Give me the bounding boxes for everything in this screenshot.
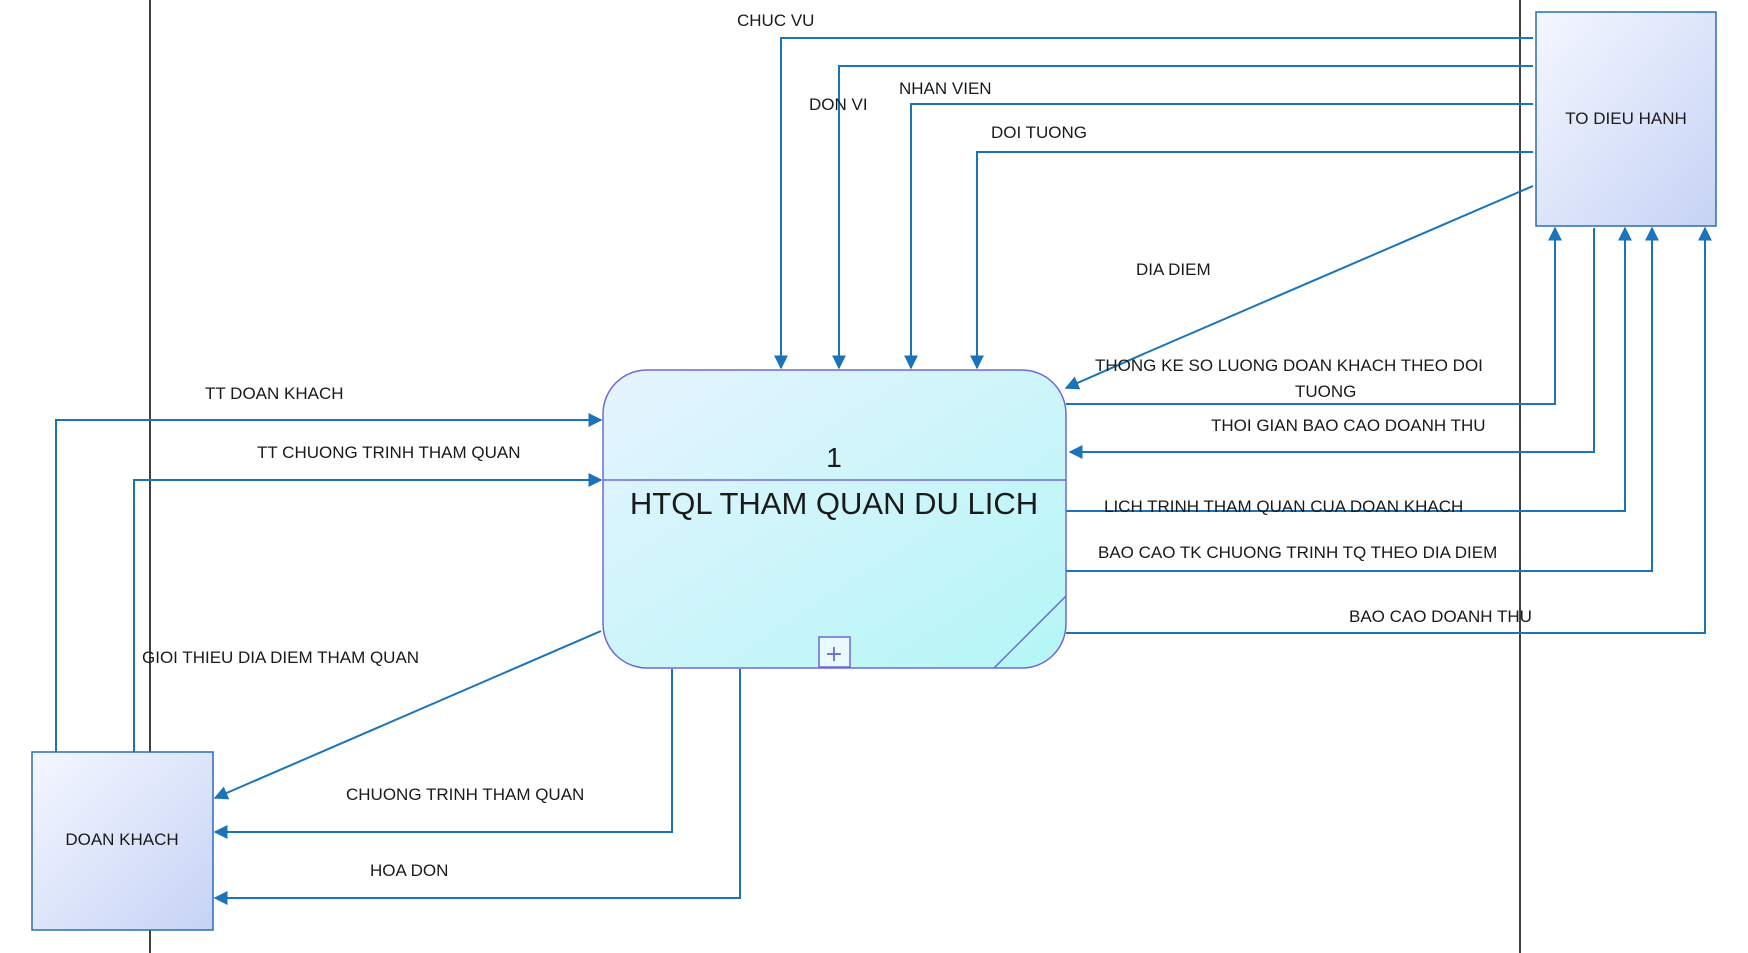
entity-to-dieu-hanh-label: TO DIEU HANH <box>1565 109 1687 128</box>
flow-lich-trinh[interactable] <box>1066 226 1632 512</box>
label-thong-ke-line1: THONG KE SO LUONG DOAN KHACH THEO DOI <box>1095 356 1483 375</box>
flow-doi-tuong[interactable] <box>970 151 1533 370</box>
label-don-vi: DON VI <box>809 95 868 114</box>
entity-doan-khach[interactable]: DOAN KHACH <box>31 751 214 931</box>
flow-chuc-vu[interactable] <box>774 37 1533 370</box>
entity-to-dieu-hanh[interactable]: TO DIEU HANH <box>1535 11 1717 227</box>
label-thong-ke-line2: TUONG <box>1295 382 1356 401</box>
flow-dia-diem[interactable] <box>1147 185 1534 353</box>
label-hoa-don: HOA DON <box>370 861 448 880</box>
label-nhan-vien: NHAN VIEN <box>899 79 992 98</box>
expand-icon[interactable]: + <box>818 636 851 668</box>
label-tt-chuong-trinh: TT CHUONG TRINH THAM QUAN <box>257 443 521 462</box>
label-chuc-vu: CHUC VU <box>737 11 814 30</box>
flow-hoa-don[interactable] <box>213 669 741 905</box>
svg-text:+: + <box>825 642 843 667</box>
flow-tt-chuong-trinh[interactable] <box>133 473 603 752</box>
flow-bao-cao-doanh-thu[interactable] <box>1066 226 1712 634</box>
label-tt-doan-khach: TT DOAN KHACH <box>205 384 344 403</box>
flow-bao-cao-tk[interactable] <box>1066 226 1659 572</box>
flow-gioi-thieu[interactable] <box>213 630 602 800</box>
flow-tt-doan-khach[interactable] <box>55 413 603 752</box>
flow-thoi-gian-bao-cao[interactable] <box>1068 228 1595 459</box>
flow-thong-ke-report[interactable] <box>1066 226 1562 405</box>
flow-thong-ke[interactable] <box>1064 351 1149 390</box>
process-1[interactable]: 1 HTQL THAM QUAN DU LICH + <box>602 369 1067 669</box>
process-name: HTQL THAM QUAN DU LICH <box>630 486 1038 521</box>
process-number: 1 <box>826 442 842 473</box>
label-chuong-trinh: CHUONG TRINH THAM QUAN <box>346 785 584 804</box>
flow-nhan-vien[interactable] <box>904 103 1533 370</box>
label-dia-diem: DIA DIEM <box>1136 260 1211 279</box>
label-thoi-gian-bao-cao: THOI GIAN BAO CAO DOANH THU <box>1211 416 1486 435</box>
process-corner-mark <box>993 595 1067 669</box>
entity-doan-khach-label: DOAN KHACH <box>65 830 178 849</box>
flow-don-vi[interactable] <box>832 65 1533 370</box>
label-doi-tuong: DOI TUONG <box>991 123 1087 142</box>
label-bao-cao-doanh-thu: BAO CAO DOANH THU <box>1349 607 1532 626</box>
label-lich-trinh: LICH TRINH THAM QUAN CUA DOAN KHACH <box>1104 497 1463 516</box>
label-gioi-thieu: GIOI THIEU DIA DIEM THAM QUAN <box>142 648 419 667</box>
label-bao-cao-tk: BAO CAO TK CHUONG TRINH TQ THEO DIA DIEM <box>1098 543 1497 562</box>
flow-chuong-trinh[interactable] <box>213 669 673 839</box>
